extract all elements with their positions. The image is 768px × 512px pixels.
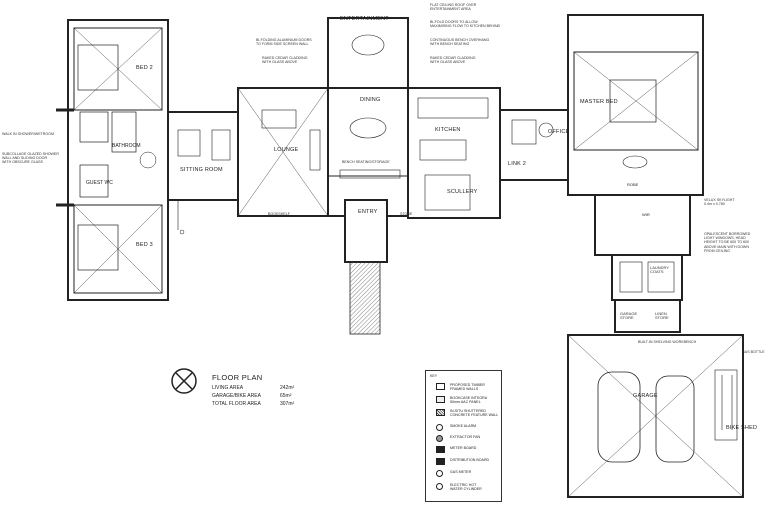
legend-header: KEY xyxy=(430,374,438,378)
legend-text: GAS METER xyxy=(450,470,472,474)
room-label-kitchen: KITCHEN xyxy=(435,127,461,133)
room-label-laundry: LAUNDRY COATS xyxy=(650,265,670,275)
room-label-lounge: LOUNGE xyxy=(274,147,299,153)
extractor-fan-icon xyxy=(436,435,443,442)
note-obscure-light: OPALESCENT BORROWED LIGHT WINDOWS, HEAD … xyxy=(704,232,751,253)
legend-text: BOOKCASE INTEGRA 50mm AAC PANEL xyxy=(450,396,488,404)
legend-box: KEY PROPOSED TIMBER FRAMED WALLS BOOKCAS… xyxy=(425,370,502,502)
legend-text: EXTRACTOR FAN xyxy=(450,435,481,439)
legend-aac-panel-symbol xyxy=(436,396,445,403)
legend-item: DISTRIBUTION BOARD xyxy=(430,458,500,468)
note-store: STORE xyxy=(400,212,413,216)
note-bifold-kitchen: BI-FOLD DOORS TO ALLOW MAXIMISING FLOW T… xyxy=(430,20,501,29)
note-raked-ceiling-left: RAKED CEDAR CLADDING WITH GLASS ABOVE xyxy=(262,56,308,65)
room-label-guest-wc: GUEST WC xyxy=(86,180,113,186)
legend-item: PROPOSED TIMBER FRAMED WALLS xyxy=(430,383,500,395)
left-wing xyxy=(56,19,169,301)
legend-text: IN-SITU SHUTTERED CONCRETE FEATURE WALL xyxy=(450,409,499,417)
area-label-garage: GARAGE/BIKE AREA xyxy=(212,393,261,399)
room-label-link2: LINK 2 xyxy=(508,161,527,167)
area-value-total: 307m² xyxy=(280,401,295,407)
legend-concrete-wall-symbol xyxy=(436,409,445,416)
room-label-office: OFFICE xyxy=(548,129,570,135)
note-raked-ceiling-right: RAKED CEDAR CLADDING WITH GLASS ABOVE xyxy=(430,56,476,65)
room-label-bike-shed: BIKE SHED xyxy=(726,425,758,431)
legend-text: ELECTRIC HOT WATER CYLINDER xyxy=(450,483,482,491)
legend-item: ELECTRIC HOT WATER CYLINDER xyxy=(430,483,500,495)
note-flat-ceiling: FLAT CEILING ROOF OVER ENTERTAINMENT ARE… xyxy=(430,3,477,12)
meter-board-icon xyxy=(436,446,445,453)
legend-item: BOOKCASE INTEGRA 50mm AAC PANEL xyxy=(430,396,500,408)
north-compass-symbol xyxy=(171,368,197,394)
smoke-alarm-icon xyxy=(436,424,443,431)
room-label-master-bed: MASTER BED xyxy=(580,99,618,105)
note-cabinet: BUILT-IN SHELVING WORKBENCH xyxy=(638,340,697,344)
room-label-bathroom: BATHROOM xyxy=(112,143,141,149)
note-bifold-doors: BI-FOLDING ALUMINIUM DOORS TO FORM SIDE … xyxy=(256,38,312,47)
room-label-garage-store: GARAGE STORE xyxy=(620,311,638,321)
area-label-total: TOTAL FLOOR AREA xyxy=(212,401,261,407)
note-continuous-bench: CONTINUOUS BENCH OVERHANG WITH BENCH SEA… xyxy=(430,38,490,47)
sitting-room-block xyxy=(167,111,239,235)
legend-item: IN-SITU SHUTTERED CONCRETE FEATURE WALL xyxy=(430,409,500,421)
central-block xyxy=(237,17,501,335)
hot-water-cylinder-icon xyxy=(436,483,443,490)
note-bookshelf: BOOKSHELF xyxy=(268,212,290,216)
garage-block xyxy=(567,334,744,498)
room-label-entertainment: ENTERTAINMENT xyxy=(340,16,389,22)
plan-title: FLOOR PLAN xyxy=(212,373,263,382)
area-label-living: LIVING AREA xyxy=(212,385,244,391)
note-walk-in-shower: WALK IN SHOWER/WETROOM xyxy=(2,132,54,136)
legend-item: METER BOARD xyxy=(430,446,500,456)
room-label-linen-store: LINEN STORE xyxy=(655,311,669,321)
room-label-scullery: SCULLERY xyxy=(447,189,478,195)
legend-item: GAS METER xyxy=(430,470,500,480)
area-value-living: 242m² xyxy=(280,385,295,391)
room-label-garage: GARAGE xyxy=(633,393,658,399)
room-label-bed2: BED 2 xyxy=(136,65,153,71)
room-label-robe: ROBE xyxy=(627,182,639,187)
note-entry-bench: BENCH SEATING/STORAGE xyxy=(342,160,390,164)
gas-meter-icon xyxy=(436,470,443,477)
distribution-board-icon xyxy=(436,458,445,465)
note-velux: VELUX SKYLIGHT 0.4m x 0.780 xyxy=(704,198,735,207)
room-label-entry: ENTRY xyxy=(358,209,378,215)
area-value-garage: 65m² xyxy=(280,393,292,399)
legend-item: SMOKE ALARM xyxy=(430,424,500,434)
note-glazed-shower: SUBCOLLAGE GLAZED SHOWER WALL AND SLIDIN… xyxy=(2,152,59,165)
legend-text: DISTRIBUTION BOARD xyxy=(450,458,490,462)
legend-text: SMOKE ALARM xyxy=(450,424,477,428)
room-label-bed3: BED 3 xyxy=(136,242,153,248)
room-label-dining: DINING xyxy=(360,97,381,103)
room-label-sitting-room: SITTING ROOM xyxy=(180,167,223,173)
legend-timber-wall-symbol xyxy=(436,383,445,390)
note-gas-bottle: GAS BOTTLE xyxy=(742,350,765,354)
link-block xyxy=(499,109,569,181)
legend-text: METER BOARD xyxy=(450,446,477,450)
legend-text: PROPOSED TIMBER FRAMED WALLS xyxy=(450,383,485,391)
legend-item: EXTRACTOR FAN xyxy=(430,435,500,445)
master-wing xyxy=(567,14,704,333)
room-label-wir: WIR xyxy=(642,212,650,217)
